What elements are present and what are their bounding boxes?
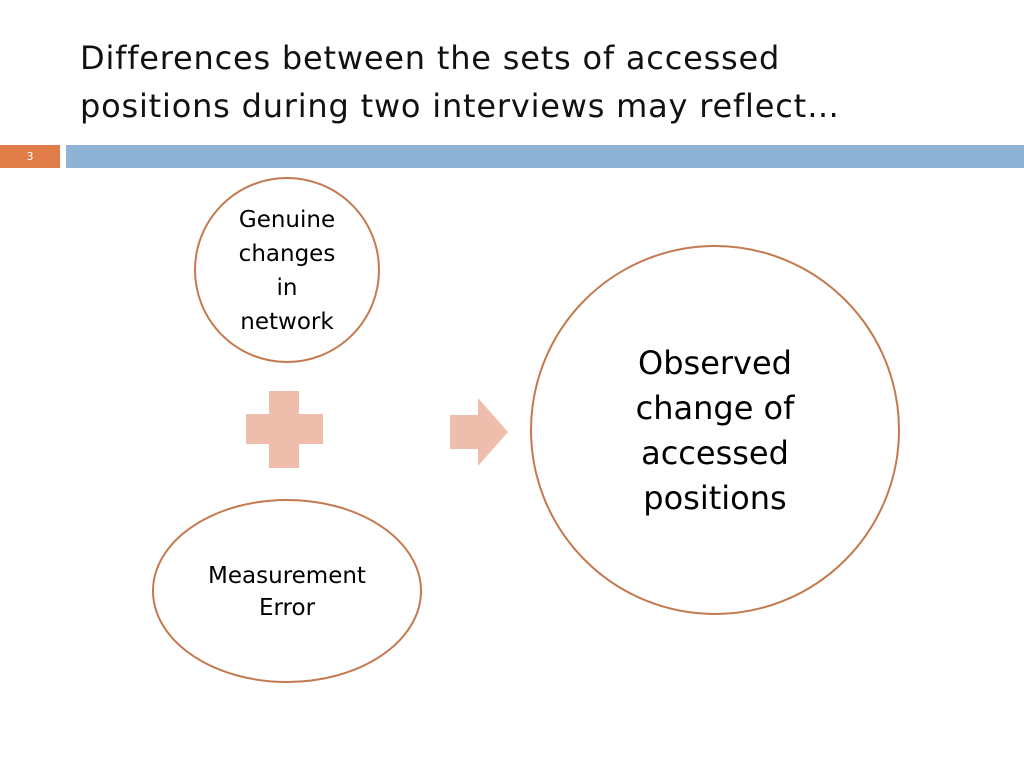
observed-change-circle xyxy=(530,245,900,615)
genuine-changes-label-line-1: Genuine xyxy=(239,207,335,233)
measurement-error-label-line-2: Error xyxy=(259,595,316,621)
slide-number: 3 xyxy=(0,145,60,168)
observed-change-label-line-1: Observed xyxy=(638,344,792,382)
genuine-changes-label-line-3: in xyxy=(277,275,298,301)
genuine-changes-node: Genuine changes in network xyxy=(194,177,380,363)
title-divider-band xyxy=(66,145,1024,168)
genuine-changes-circle xyxy=(194,177,380,363)
genuine-changes-label-line-2: changes xyxy=(239,241,336,267)
slide-title-line-1: Differences between the sets of accessed xyxy=(80,39,781,77)
measurement-error-node: Measurement Error xyxy=(152,499,422,683)
slide-title: Differences between the sets of accessed… xyxy=(80,34,980,130)
observed-change-label-line-3: accessed xyxy=(641,434,789,472)
genuine-changes-label-line-4: network xyxy=(240,309,334,335)
observed-change-node: Observed change of accessed positions xyxy=(530,245,900,615)
plus-icon-horizontal-bar xyxy=(246,414,323,444)
measurement-error-label-line-1: Measurement xyxy=(208,563,366,589)
slide-title-line-2: positions during two interviews may refl… xyxy=(80,87,840,125)
plus-icon xyxy=(246,391,323,468)
observed-change-label-line-2: change of xyxy=(636,389,796,427)
measurement-error-circle xyxy=(152,499,422,683)
right-arrow-icon xyxy=(450,398,508,466)
observed-change-label-line-4: positions xyxy=(643,479,786,517)
